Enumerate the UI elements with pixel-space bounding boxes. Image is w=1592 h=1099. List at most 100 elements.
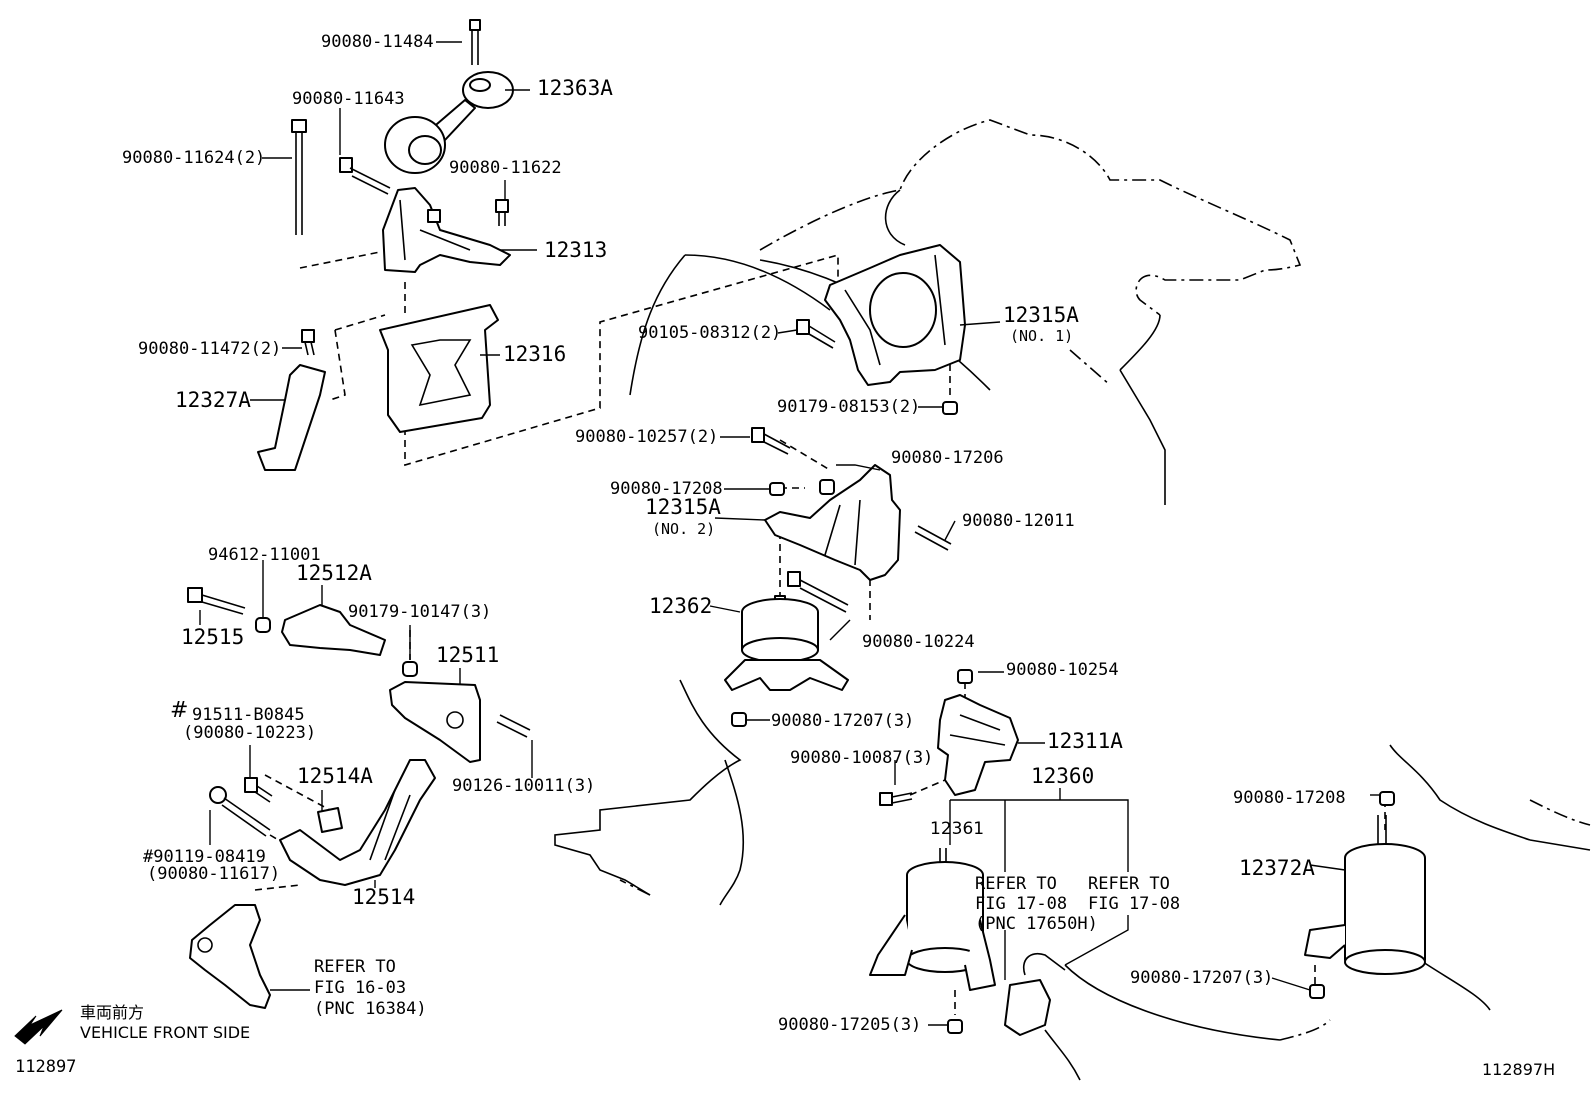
callout-90080-17206: 90080-17206	[891, 448, 1004, 468]
callout-90080-10224: 90080-10224	[862, 632, 975, 652]
callout-90126-10011: 90126-10011(3)	[452, 776, 596, 796]
callout-12361: 12361	[930, 819, 985, 839]
bracket-12514	[279, 759, 436, 886]
callout-12512A: 12512A	[296, 561, 372, 585]
plate-12316	[379, 304, 499, 433]
callout-12514A: 12514A	[297, 764, 373, 788]
vacuum-connector	[1004, 953, 1081, 1081]
bracket-12327A	[257, 364, 326, 471]
bolt-90080-10257	[751, 427, 791, 455]
ref-fig-17-08-a-line3: (PNC 17650H)	[975, 914, 1098, 934]
callout-90080-10257: 90080-10257(2)	[575, 427, 719, 447]
nut-90080-17208-right	[1379, 791, 1395, 806]
bolt-90080-11472	[301, 329, 315, 356]
bolt-90080-11624	[291, 119, 307, 235]
callout-12315A-no2: 12315A	[645, 495, 721, 519]
bracket-12512A	[281, 604, 386, 656]
callout-90080-17208-upper: 90080-17208	[610, 479, 723, 499]
marker-hash: #	[170, 698, 189, 723]
ref-fig-16-03-line2: FIG 16-03	[314, 978, 407, 998]
callout-90080-11472: 90080-11472(2)	[138, 339, 282, 359]
callout-12316: 12316	[503, 342, 567, 366]
vehicle-front-arrow-icon	[14, 1009, 63, 1045]
spacer-12514A	[317, 807, 343, 833]
leader-lines	[199, 41, 1380, 1026]
callout-90119-08419: #90119-08419	[143, 847, 266, 867]
bolt-12515	[187, 587, 246, 615]
figure-id-left: 112897	[15, 1057, 77, 1077]
callout-12311A: 12311A	[1047, 729, 1123, 753]
callout-12315A-no1: 12315A	[1003, 303, 1079, 327]
nut-94612-11001	[255, 617, 271, 633]
callout-94612-11001: 94612-11001	[208, 545, 321, 565]
figure-id-right: 112897H	[1482, 1060, 1556, 1079]
ref-fig-16-03-line1: REFER TO	[314, 957, 396, 977]
callout-90080-11643: 90080-11643	[292, 89, 405, 109]
callout-12514: 12514	[352, 885, 416, 909]
bracket-12311A	[937, 694, 1019, 796]
mount-12362	[724, 595, 849, 691]
nut-90080-17207-right	[1309, 984, 1325, 999]
callout-12372A: 12372A	[1239, 856, 1315, 880]
callout-90080-12011: 90080-12011	[962, 511, 1075, 531]
callout-12315A-no1-sub: (NO. 1)	[1010, 327, 1074, 345]
vehicle-front-label-en: VEHICLE FRONT SIDE	[80, 1023, 251, 1042]
nut-90080-10254	[957, 669, 973, 684]
callout-90080-11484: 90080-11484	[321, 32, 434, 52]
callout-90080-11622: 90080-11622	[449, 158, 562, 178]
callout-12363A: 12363A	[537, 76, 613, 100]
bolt-90080-11622	[495, 199, 509, 226]
callout-90080-10223: (90080-10223)	[183, 723, 317, 743]
mount-12361	[869, 848, 996, 991]
bolt-90080-10087	[879, 792, 913, 806]
callout-90179-08153: 90179-08153(2)	[777, 397, 921, 417]
callout-12511: 12511	[436, 643, 500, 667]
callout-90080-11617: (90080-11617)	[147, 864, 281, 884]
callout-90080-17207-middle: 90080-17207(3)	[771, 711, 915, 731]
ref-fig-17-08-a-line1: REFER TO	[975, 874, 1057, 894]
callout-12515: 12515	[181, 625, 245, 649]
nut-90179-10147	[402, 661, 418, 677]
bracket-12511	[389, 681, 481, 763]
ref-fig-17-08-b-line1: REFER TO	[1088, 874, 1170, 894]
callout-90080-10254: 90080-10254	[1006, 660, 1119, 680]
nut-90080-17208-upper	[769, 482, 785, 496]
callout-90080-10087: 90080-10087(3)	[790, 748, 934, 768]
nut-90080-17206	[819, 479, 835, 495]
callout-90080-17208-right: 90080-17208	[1233, 788, 1346, 808]
callout-90105-08312: 90105-08312(2)	[638, 323, 782, 343]
callout-90080-17207-right: 90080-17207(3)	[1130, 968, 1274, 988]
transmission-outline	[554, 679, 1591, 1041]
callout-12313: 12313	[544, 238, 608, 262]
stud-90080-12011	[914, 525, 952, 551]
bolt-90105-08312	[796, 319, 836, 349]
callout-12315A-no2-sub: (NO. 2)	[652, 520, 716, 538]
callout-12360: 12360	[1031, 764, 1095, 788]
nut-90080-17205	[947, 1019, 963, 1034]
ref-fig-16-03-line3: (PNC 16384)	[314, 999, 427, 1019]
callout-90080-17205: 90080-17205(3)	[778, 1015, 922, 1035]
callout-90179-10147: 90179-10147(3)	[348, 602, 492, 622]
ref-fig-17-08-b-line2: FIG 17-08	[1088, 894, 1181, 914]
bolt-90080-10224	[787, 571, 849, 613]
torque-rod-12363A	[384, 71, 514, 174]
callout-12327A: 12327A	[175, 388, 251, 412]
nut-90080-17207-middle	[731, 712, 747, 727]
callout-90080-11624: 90080-11624(2)	[122, 148, 266, 168]
bracket-12315A-no1	[824, 244, 966, 386]
bracket-12315A-no2	[764, 464, 901, 581]
bracket-ref-16384	[189, 904, 271, 1009]
bolt-91511-B0845	[244, 777, 273, 803]
nut-90179-08153	[942, 401, 958, 415]
vehicle-front-label-jp: 車両前方	[80, 1003, 145, 1022]
bolt-90119-08419	[209, 786, 271, 837]
stud-90126-10011	[496, 714, 531, 738]
callout-91511-B0845: 91511-B0845	[192, 705, 305, 725]
mount-12372A	[1304, 815, 1426, 975]
bolt-90080-11484	[469, 19, 481, 65]
callout-12362: 12362	[649, 594, 713, 618]
bracket-12313	[382, 187, 511, 273]
bolt-90080-11643	[339, 157, 391, 195]
ref-fig-17-08-a-line2: FIG 17-08	[975, 894, 1068, 914]
